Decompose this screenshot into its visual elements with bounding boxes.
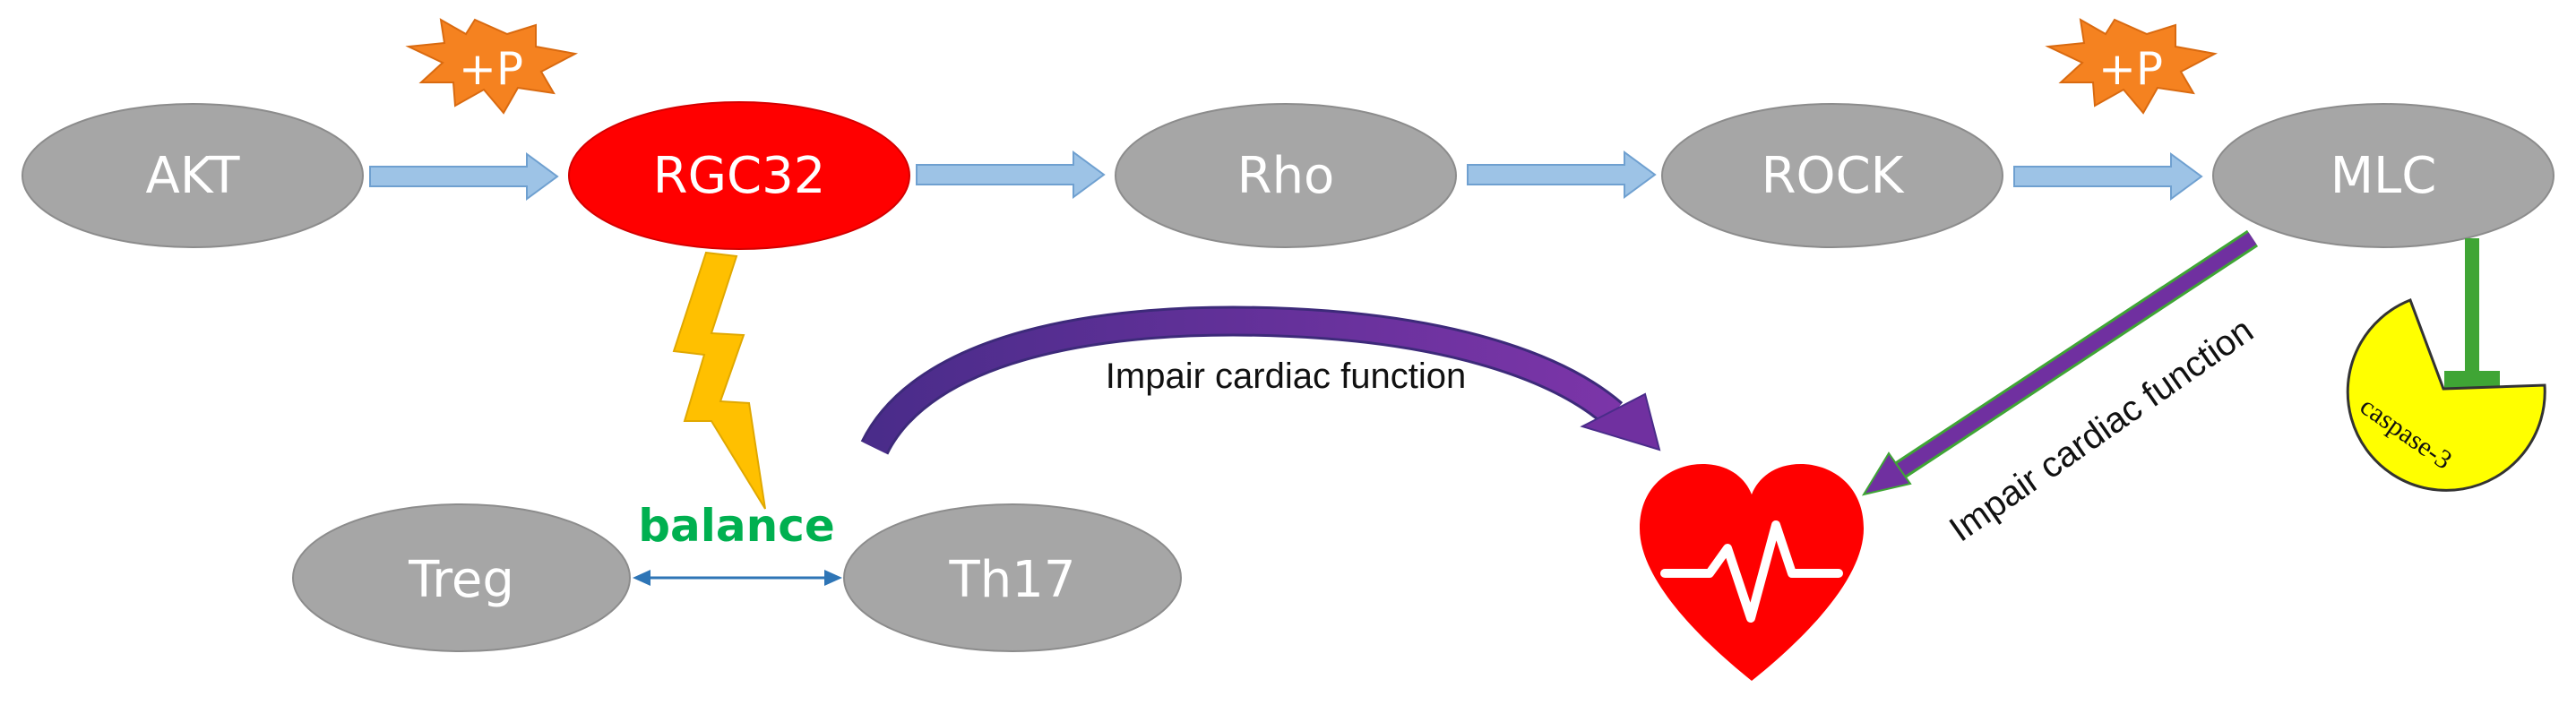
- node-rock: ROCK: [1661, 103, 2003, 248]
- node-rho-label: Rho: [1237, 147, 1335, 205]
- node-mlc: MLC: [2212, 103, 2554, 248]
- node-treg-label: Treg: [408, 551, 514, 609]
- node-rho: Rho: [1115, 103, 1457, 248]
- arrow-akt-rgc32: [369, 152, 559, 201]
- node-akt-label: AKT: [146, 147, 241, 205]
- curved-arrow-th17-heart: [860, 305, 1661, 455]
- inhibition-arrow-mlc-caspase: [2444, 238, 2500, 389]
- node-th17-label: Th17: [949, 551, 1076, 609]
- node-rgc32: RGC32: [568, 101, 910, 250]
- arrow-mlc-heart: [1861, 229, 2259, 496]
- phosphorylation-burst-rgc32: +P: [405, 18, 579, 115]
- phosphorylation-label: +P: [459, 43, 523, 95]
- node-th17: Th17: [843, 503, 1182, 652]
- caspase-3-icon: caspase-3: [2346, 298, 2546, 492]
- balance-double-arrow: [633, 570, 842, 586]
- balance-label: balance: [638, 500, 835, 552]
- arrow-rgc32-rho: [916, 150, 1106, 199]
- node-rgc32-label: RGC32: [653, 147, 826, 205]
- node-rock-label: ROCK: [1762, 147, 1905, 205]
- arrow-rho-rock: [1467, 150, 1657, 199]
- node-akt: AKT: [22, 103, 364, 248]
- phosphorylation-burst-mlc: +P: [2045, 18, 2218, 115]
- heart-icon: [1640, 464, 1864, 681]
- impair-label-curve: Impair cardiac function: [1106, 357, 1466, 396]
- node-mlc-label: MLC: [2330, 147, 2437, 205]
- arrow-rock-mlc: [2013, 152, 2203, 201]
- lightning-bolt-icon: [672, 251, 766, 510]
- phosphorylation-label: +P: [2098, 43, 2163, 95]
- node-treg: Treg: [292, 503, 631, 652]
